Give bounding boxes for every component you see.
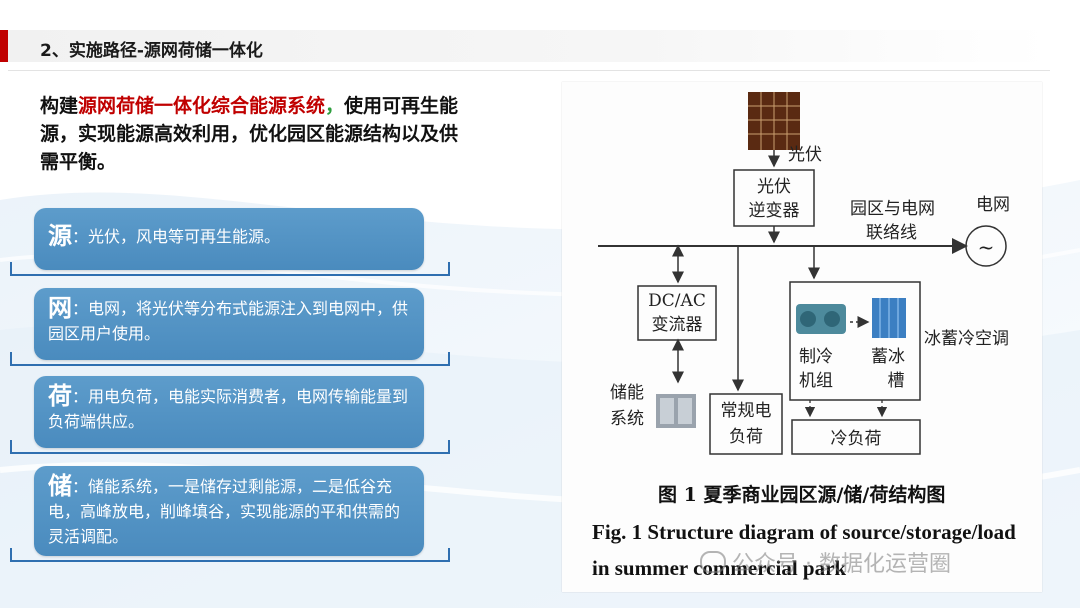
card-text-storage: ：储能系统，一是储存过剩能源，二是低谷充电，高峰放电，削峰填谷，实现能源的平和供…: [48, 477, 401, 546]
intro-paragraph: 构建源网荷储一体化综合能源系统，使用可再生能源，实现能源高效利用，优化园区能源结…: [40, 92, 460, 176]
card-text-grid: ：电网，将光伏等分布式能源注入到电网中，供园区用户使用。: [48, 299, 409, 343]
pv-label: 光伏: [788, 145, 822, 165]
card-head-storage: 储: [48, 472, 72, 500]
card-source: 源：光伏，风电等可再生能源。: [34, 208, 424, 270]
dcac-label-1: DC/AC: [648, 291, 706, 311]
ice-tank-label-2: 槽: [888, 371, 905, 391]
storage-label-1: 储能: [610, 383, 644, 403]
card-head-source: 源: [48, 222, 72, 250]
title-accent-bar: [0, 30, 8, 62]
card-outline-source: [10, 262, 450, 276]
cold-load-label: 冷负荷: [831, 429, 882, 449]
storage-label-2: 系统: [610, 409, 644, 429]
cold-load-box: [791, 419, 921, 455]
conventional-load-box: [709, 393, 783, 455]
card-outline-grid: [10, 352, 450, 366]
card-grid: 网：电网，将光伏等分布式能源注入到电网中，供园区用户使用。: [34, 288, 424, 360]
wechat-icon: [700, 551, 726, 573]
inverter-label-2: 逆变器: [749, 201, 800, 221]
title-bar: [8, 30, 1050, 62]
conv-load-label-2: 负荷: [729, 427, 763, 447]
card-text-load: ：用电负荷，电能实际消费者，电网传输能量到负荷端供应。: [48, 387, 409, 431]
card-load: 荷：用电负荷，电能实际消费者，电网传输能量到负荷端供应。: [34, 376, 424, 448]
intro-text-2: 使用可再生能源，实现能源高效利用，优化园区能源结构以及供需平衡。: [40, 95, 459, 173]
card-outline-storage: [10, 548, 450, 562]
inverter-label-1: 光伏: [757, 177, 791, 197]
conv-load-label-1: 常规电: [721, 401, 772, 421]
grid-label: 电网: [976, 195, 1010, 215]
figure-caption-cn: 图 1 夏季商业园区源/储/荷结构图: [658, 484, 946, 506]
card-head-load: 荷: [48, 382, 72, 410]
chiller-label-1: 制冷: [799, 347, 833, 367]
ice-tank-icon: [872, 298, 906, 338]
page-title: 2、实施路径-源网荷储一体化: [40, 41, 263, 61]
card-text-source: ：光伏，风电等可再生能源。: [72, 227, 281, 246]
intro-highlight: 源网荷储一体化综合能源系统: [78, 95, 326, 117]
dcac-label-2: 变流器: [652, 315, 703, 335]
watermark-text: 公众号 · 数据化运营圈: [732, 552, 951, 577]
watermark: 公众号 · 数据化运营圈: [700, 546, 951, 578]
ice-tank-label-1: 蓄冰: [871, 347, 905, 367]
structure-diagram: 光伏 光伏 逆变器 园区与电网 联络线 电网 ~ DC/AC 变流器 储能 系统: [562, 82, 1042, 592]
card-storage: 储：储能系统，一是储存过剩能源，二是低谷充电，高峰放电，削峰填谷，实现能源的平和…: [34, 466, 424, 556]
ice-storage-box: [789, 281, 921, 401]
tie-line-label-2: 联络线: [866, 223, 917, 243]
card-head-grid: 网: [48, 294, 72, 322]
battery-cabinet-icon: [656, 394, 696, 428]
grid-symbol-icon: [965, 225, 1007, 267]
chiller-icon: [796, 304, 846, 334]
card-outline-load: [10, 440, 450, 454]
tie-line-label-1: 园区与电网: [850, 199, 935, 219]
grid-symbol: ~: [978, 235, 995, 259]
ice-storage-label: 冰蓄冷空调: [924, 329, 1009, 349]
title-divider: [8, 70, 1050, 71]
chiller-label-2: 机组: [799, 371, 833, 391]
intro-text-1: 构建: [40, 95, 79, 117]
intro-comma: ，: [325, 95, 345, 117]
solar-panel-icon: [748, 92, 800, 150]
